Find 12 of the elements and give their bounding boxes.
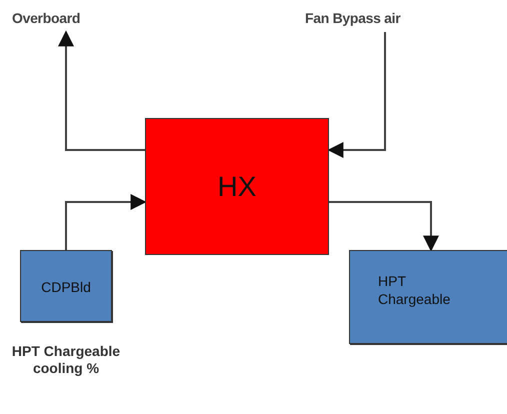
arrow xyxy=(65,194,147,250)
caption-text: HPT Chargeable cooling % xyxy=(11,343,121,377)
flow-label: Fan Bypass air xyxy=(305,10,402,28)
heat-exchanger-box xyxy=(145,118,329,255)
target-box xyxy=(349,250,507,344)
arrow xyxy=(327,32,386,158)
arrow xyxy=(329,201,439,252)
flow-label: Overboard xyxy=(12,10,82,28)
arrow xyxy=(58,30,145,151)
box-label: HPT Chargeable xyxy=(378,273,452,308)
box-label: CDPBld xyxy=(40,279,92,296)
box-label: HX xyxy=(218,170,256,204)
